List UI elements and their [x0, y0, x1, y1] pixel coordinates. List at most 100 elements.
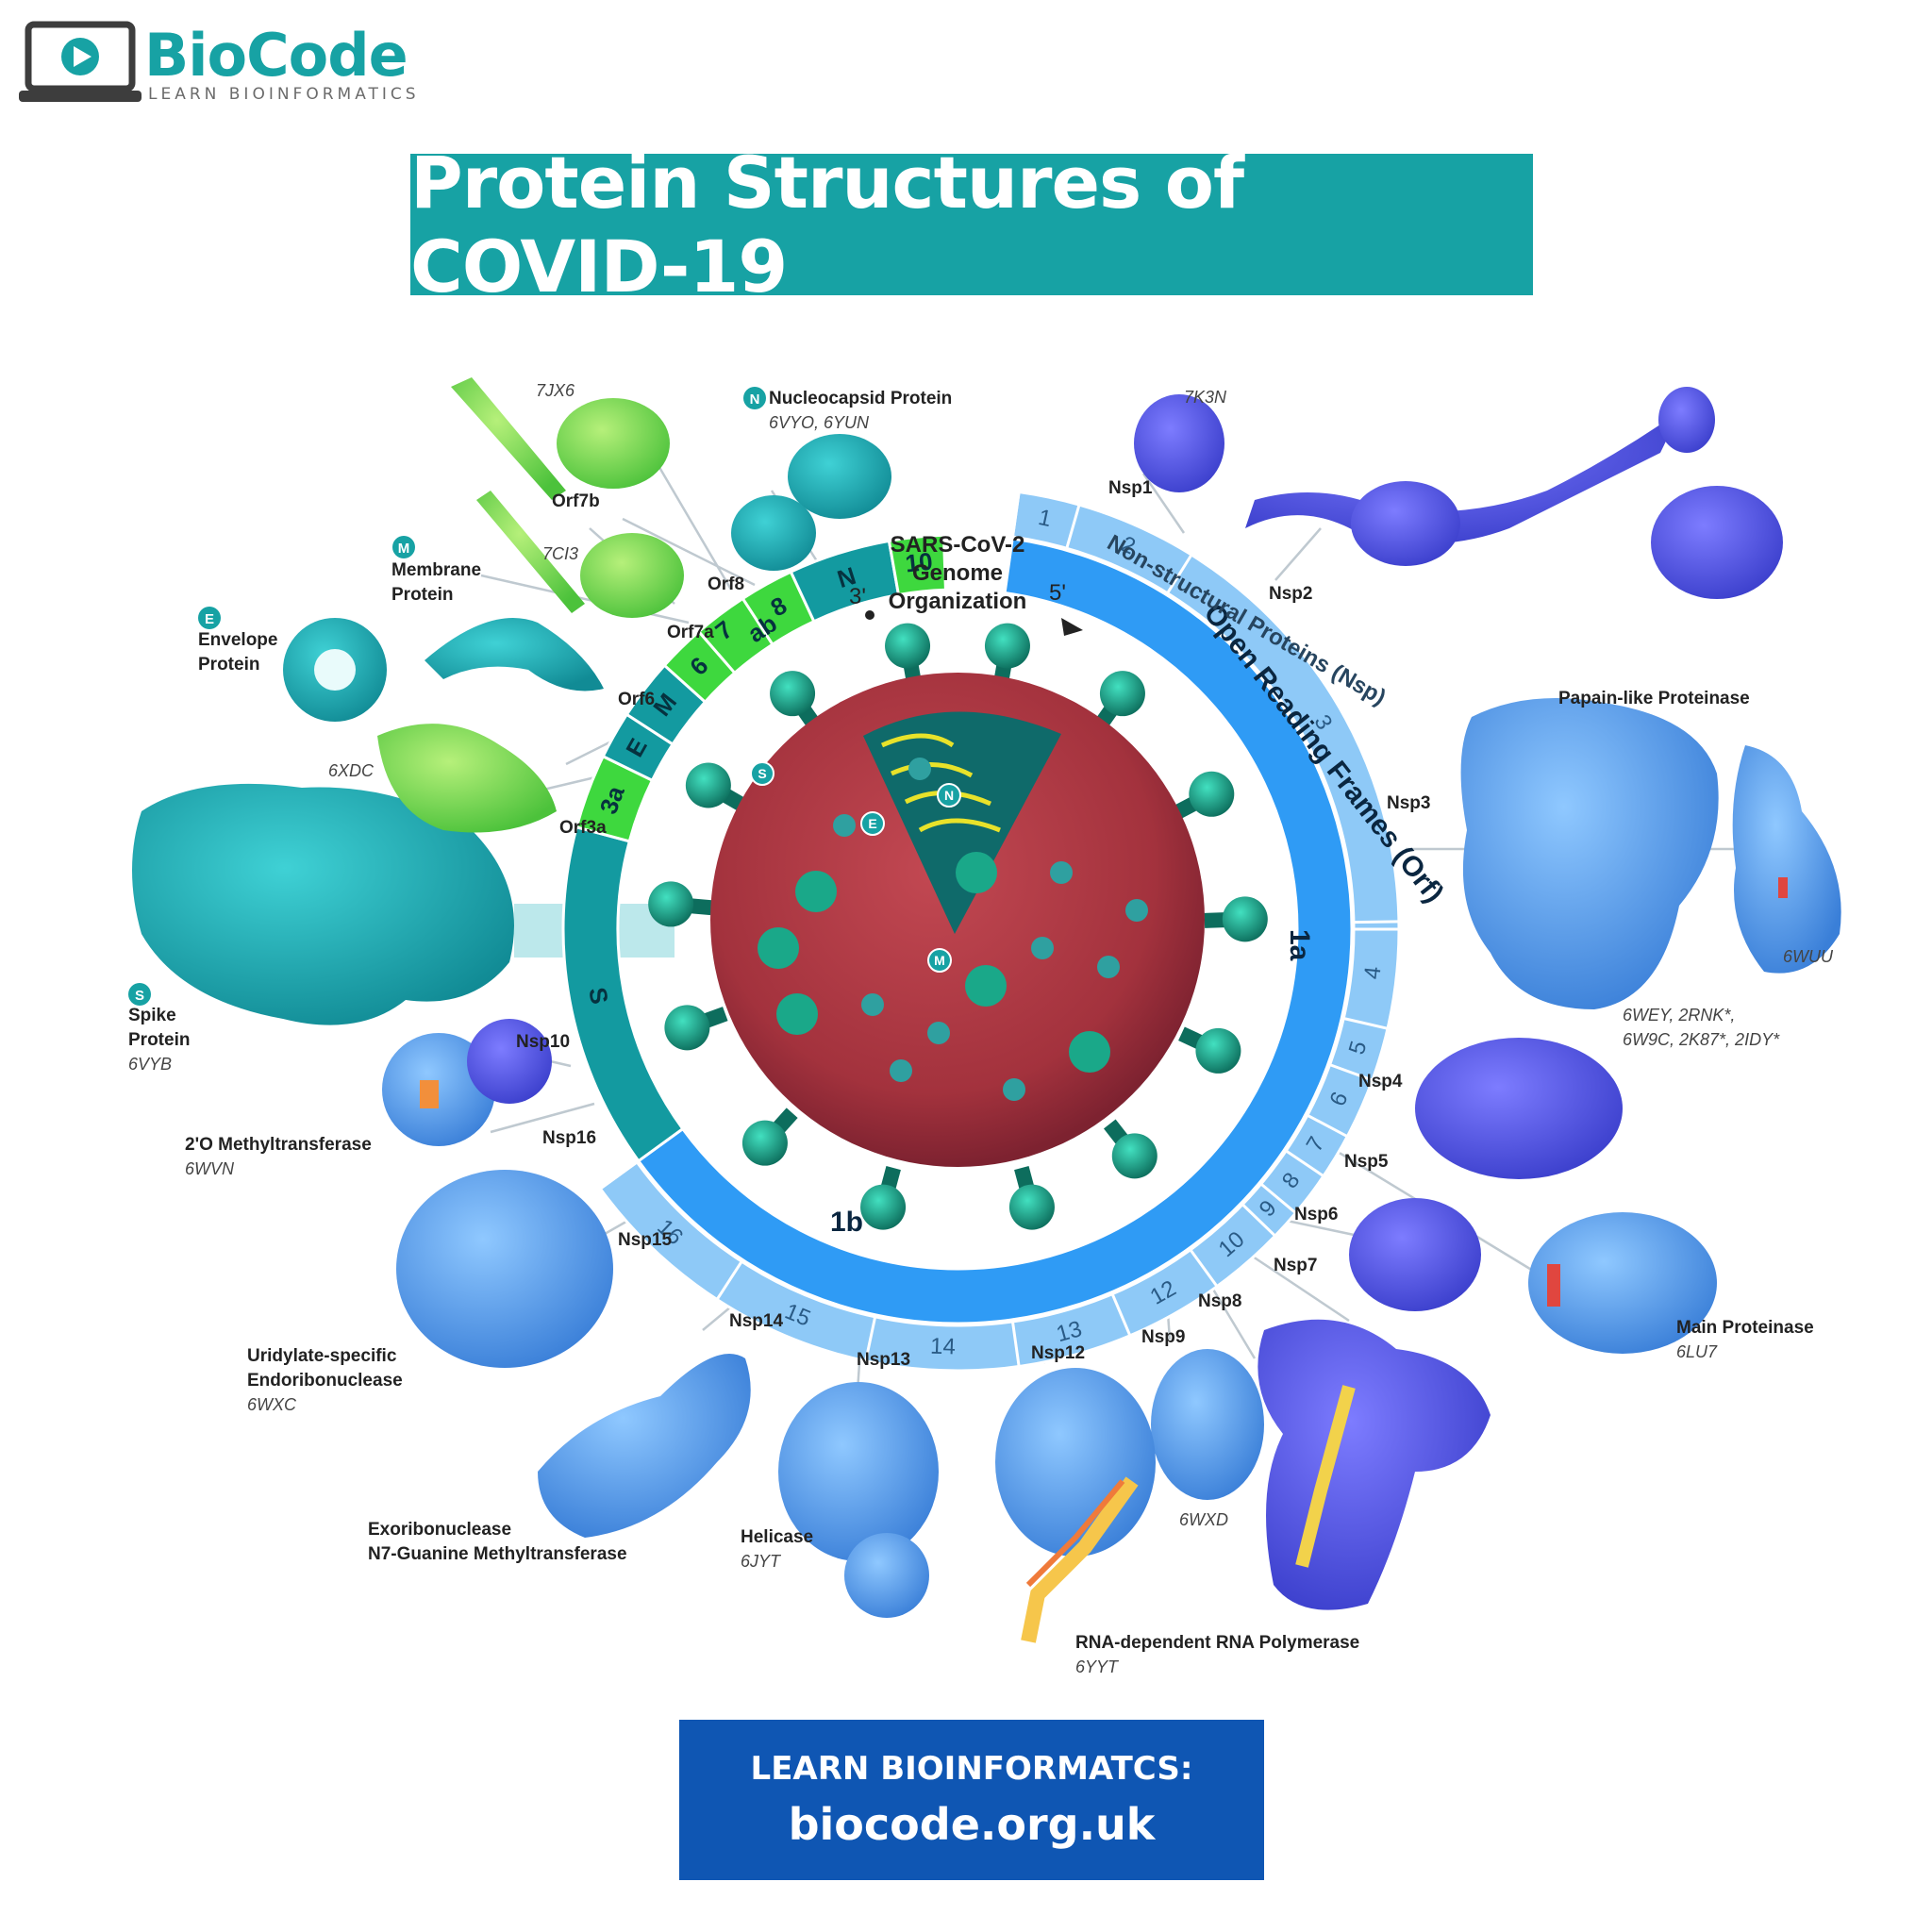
nsp3-label: Nsp3: [1387, 793, 1430, 813]
membrane-protein-4: [1050, 861, 1073, 884]
structural-segment-S: S: [583, 985, 614, 1007]
methyltransferase-pdb: 6WVN: [185, 1159, 235, 1178]
footer-link[interactable]: biocode.org.uk: [788, 1799, 1156, 1850]
spike-pdb: 6VYB: [128, 1055, 172, 1074]
nsp9-label: Nsp9: [1141, 1327, 1185, 1347]
nsp8-rna-helix: [1295, 1385, 1356, 1568]
virion-badge-n-icon: N: [937, 783, 961, 808]
nsp8-label: Nsp8: [1198, 1291, 1241, 1311]
rdrp-structure: [995, 1368, 1156, 1557]
five-prime-arrow-icon: [1061, 618, 1083, 636]
spike-label-2: Protein: [128, 1030, 190, 1050]
membrane-label-2: Protein: [391, 585, 453, 605]
orf3a-label: Orf3a: [559, 818, 607, 838]
papain-label: Papain-like Proteinase: [1558, 689, 1750, 708]
nsp-boundary-13: [864, 1316, 877, 1362]
nsp9-pdb: 6WXD: [1179, 1510, 1228, 1529]
nsp-boundary-15: [599, 1160, 639, 1191]
nsp-boundary-1: [1065, 504, 1081, 549]
nsp16-label: Nsp16: [542, 1128, 596, 1148]
spike-protein-structure: [132, 783, 514, 1025]
orf7b-label: Orf7b: [552, 491, 600, 511]
nsp15-label: Nsp15: [618, 1230, 672, 1250]
nsp-segment-14: 14: [930, 1334, 957, 1360]
envelope-badge-letter: E: [205, 611, 214, 627]
nsp-boundary-8: [1259, 1182, 1297, 1214]
nsp7-nsp8-structure: [1257, 1319, 1491, 1610]
orf3a-structure: [377, 724, 557, 833]
nsp-boundary-10: [1189, 1248, 1219, 1288]
nsp-boundary-0: [1010, 491, 1021, 538]
nsp-boundary-3: [1353, 920, 1399, 924]
three-prime-end-icon: [865, 610, 874, 620]
nucleocapsid-badge-icon: N: [743, 387, 766, 409]
virion-spike-10: [648, 881, 712, 927]
exoribonuclease-structure: [538, 1354, 751, 1538]
nsp-boundary-14: [715, 1260, 743, 1301]
orf7b-pdb: 7JX6: [536, 381, 575, 400]
footer-banner[interactable]: LEARN BIOINFORMATCS: biocode.org.uk: [679, 1720, 1264, 1880]
nsp13-label: Nsp13: [857, 1350, 910, 1370]
rna-strands: [880, 733, 1001, 833]
orf8-structure: [557, 398, 670, 489]
nucleocapsid-domain: [731, 495, 816, 571]
membrane-protein-14: [927, 1022, 950, 1044]
nucleocapsid-pdb: 6VYO, 6YUN: [769, 413, 870, 432]
nsp-boundary-4: [1342, 1017, 1389, 1030]
membrane-protein-2: [908, 758, 931, 780]
virion-badge-m-icon: M: [927, 948, 952, 973]
spike-badge-icon: S: [128, 983, 151, 1006]
structural-segment-10: 10: [904, 547, 934, 578]
rdrp-label: RNA-dependent RNA Polymerase: [1075, 1633, 1359, 1653]
membrane-protein-structure: [425, 618, 604, 691]
nucleocapsid-structure: [788, 434, 891, 519]
helicase-pdb: 6JYT: [741, 1552, 782, 1571]
virion-spike-4: [1178, 1026, 1241, 1074]
membrane-proteins: [758, 758, 1148, 1101]
virion-spike-3: [1204, 896, 1268, 942]
membrane-badge-letter: M: [398, 541, 410, 557]
nsp6-label: Nsp6: [1294, 1205, 1338, 1224]
spike-label-1: Spike: [128, 1006, 176, 1025]
membrane-protein-0: [795, 871, 837, 912]
virion-spike-7: [860, 1166, 907, 1230]
protein-structures: [132, 377, 1841, 1643]
membrane-protein-3: [965, 965, 1007, 1007]
membrane-protein-10: [833, 814, 856, 837]
nsp7-label: Nsp7: [1274, 1256, 1317, 1275]
orf10-band: [887, 533, 947, 597]
nsp-boundary-7: [1285, 1149, 1324, 1177]
orf8-pdb: 7CI3: [542, 544, 578, 563]
nsp-boundary-5: [1329, 1063, 1374, 1082]
virion-spike-2: [1172, 771, 1235, 821]
nsp2-domain-b: [1651, 486, 1783, 599]
spike-band: [561, 824, 685, 1163]
logo-tagline: LEARN BIOINFORMATICS: [148, 85, 420, 104]
rdrp-rna-helix: [1021, 1476, 1139, 1643]
virion-spike-8: [741, 1108, 798, 1166]
genome-title: SARS-CoV-2 Genome Organization 5' 3': [849, 532, 1083, 636]
biocode-logo[interactable]: BioCode LEARN BIOINFORMATICS: [19, 21, 434, 106]
exoribonuclease-label-2: N7-Guanine Methyltransferase: [368, 1544, 627, 1564]
nucleocapsid-badge-letter: N: [750, 391, 760, 408]
nsp14-label: Nsp14: [729, 1311, 783, 1331]
methyltransferase-ligand: [420, 1080, 439, 1108]
helicase-structure: [778, 1382, 939, 1561]
membrane-protein-7: [1003, 1078, 1025, 1101]
laptop-icon: [19, 21, 142, 102]
endoribonuclease-label-1: Uridylate-specific: [247, 1346, 397, 1366]
nsp10-structure: [467, 1019, 552, 1104]
nsp-boundary-9: [1241, 1203, 1276, 1238]
virion-badge-e-icon: E: [860, 811, 885, 836]
five-prime: 5': [1049, 580, 1066, 606]
endoribonuclease-structure: [396, 1170, 613, 1368]
virion-spike-5: [1103, 1119, 1158, 1179]
nsp-segment-4: 4: [1359, 965, 1386, 980]
orf1b-label: 1b: [830, 1207, 863, 1238]
envelope-pore: [314, 649, 356, 691]
nucleocapsid-label: Nucleocapsid Protein: [769, 389, 952, 408]
genome-title-line1: SARS-CoV-2: [891, 532, 1025, 558]
nsp4-label: Nsp4: [1358, 1072, 1403, 1091]
